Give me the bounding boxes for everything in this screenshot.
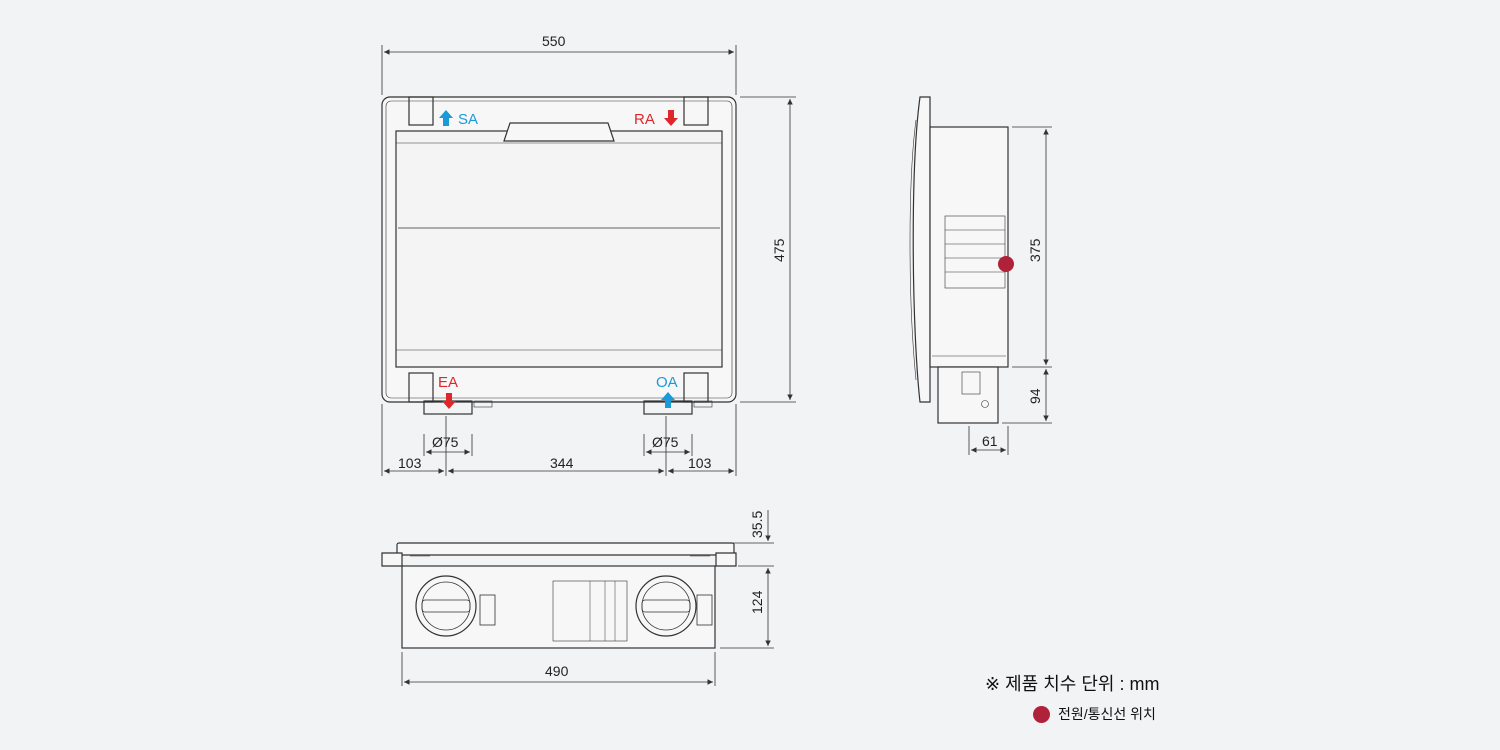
- side-view: [909, 96, 1009, 424]
- side-front-cover: [912, 96, 931, 403]
- corner-bracket: [408, 372, 434, 403]
- duct-port-circle: [635, 575, 697, 637]
- port-label-ra: RA: [634, 111, 655, 128]
- corner-bracket: [408, 96, 434, 126]
- dim-duct-left: Ø75: [432, 434, 459, 450]
- arrow-up-icon: [439, 110, 453, 126]
- port-label-oa: OA: [656, 374, 678, 391]
- legend-label: 전원/통신선 위치: [1058, 706, 1156, 722]
- port-label-ea: EA: [438, 374, 458, 391]
- dim-bottom-lip: 35.5: [749, 511, 765, 538]
- arrow-down-icon: [442, 393, 456, 409]
- unit-note: ※ 제품 치수 단위 : mm: [985, 674, 1160, 694]
- corner-bracket: [683, 96, 709, 126]
- duct-port-circle: [415, 575, 477, 637]
- port-label-sa: SA: [458, 111, 478, 128]
- side-connector-box: [944, 215, 1006, 289]
- dim-bottom-width: 490: [545, 663, 569, 679]
- dim-side-depth: 61: [982, 433, 998, 449]
- front-handle: [503, 122, 615, 142]
- dim-top-width: 550: [542, 33, 566, 49]
- bottom-view: [381, 542, 737, 649]
- dim-top-height: 475: [771, 238, 787, 262]
- arrow-down-icon: [664, 110, 678, 126]
- front-view: [381, 96, 737, 415]
- corner-bracket: [683, 372, 709, 403]
- dim-bottom-height: 124: [749, 590, 765, 614]
- side-duct-collar: [937, 366, 999, 424]
- side-body: [929, 126, 1009, 368]
- legend: 전원/통신선 위치: [1033, 704, 1156, 724]
- front-panel: [395, 130, 723, 368]
- bottom-lip: [396, 542, 735, 556]
- dim-center-span: 344: [550, 455, 574, 471]
- dim-side-height: 375: [1027, 238, 1043, 262]
- dim-side-bottom: 94: [1027, 388, 1043, 404]
- dim-right-offset: 103: [688, 455, 712, 471]
- dim-duct-right: Ø75: [652, 434, 679, 450]
- dim-left-offset: 103: [398, 455, 422, 471]
- power-dot-icon: [1033, 705, 1050, 723]
- power-location-marker: [998, 256, 1014, 272]
- arrow-up-icon: [661, 392, 675, 408]
